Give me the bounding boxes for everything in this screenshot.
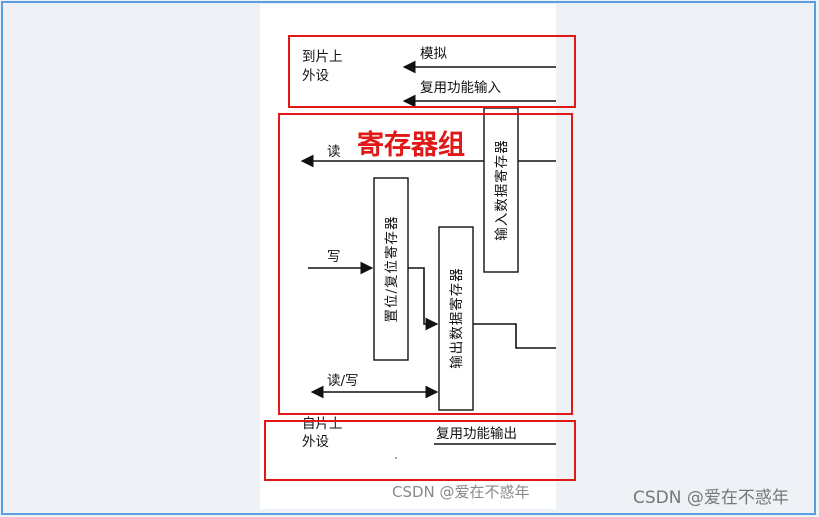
set-reset-register-box (373, 177, 409, 361)
read-label: 读 (327, 144, 341, 160)
register-group-highlight (278, 113, 573, 415)
alt-input-label: 复用功能输入 (420, 79, 501, 96)
outer-watermark: CSDN @爱在不惑年 (633, 488, 789, 508)
bottom-group-highlight (264, 420, 576, 481)
register-group-title: 寄存器组 (357, 129, 465, 161)
alt-output-label: 复用功能输出 (436, 425, 517, 442)
set-reset-to-output-arrow (408, 267, 439, 331)
set-reset-register-label: 置位/复位寄存器 (383, 215, 400, 322)
top-group-highlight (288, 35, 576, 108)
stray-dot (395, 457, 397, 459)
top-group-label-line1: 到片上 (302, 49, 343, 65)
bottom-group-label-line1: 自片上 (302, 416, 343, 432)
output-data-register-box (438, 226, 474, 411)
input-data-register-box (483, 107, 519, 273)
output-data-register-label: 输出数据寄存器 (448, 267, 465, 369)
analog-label: 模拟 (420, 46, 447, 62)
write-label: 写 (327, 249, 341, 265)
output-line (473, 323, 556, 349)
read-write-label: 读/写 (327, 373, 359, 389)
inner-watermark: CSDN @爱在不惑年 (392, 483, 530, 501)
bottom-group-label-line2: 外设 (302, 434, 329, 450)
input-data-register-label: 输入数据寄存器 (493, 139, 510, 241)
top-group-label-line2: 外设 (302, 68, 329, 84)
